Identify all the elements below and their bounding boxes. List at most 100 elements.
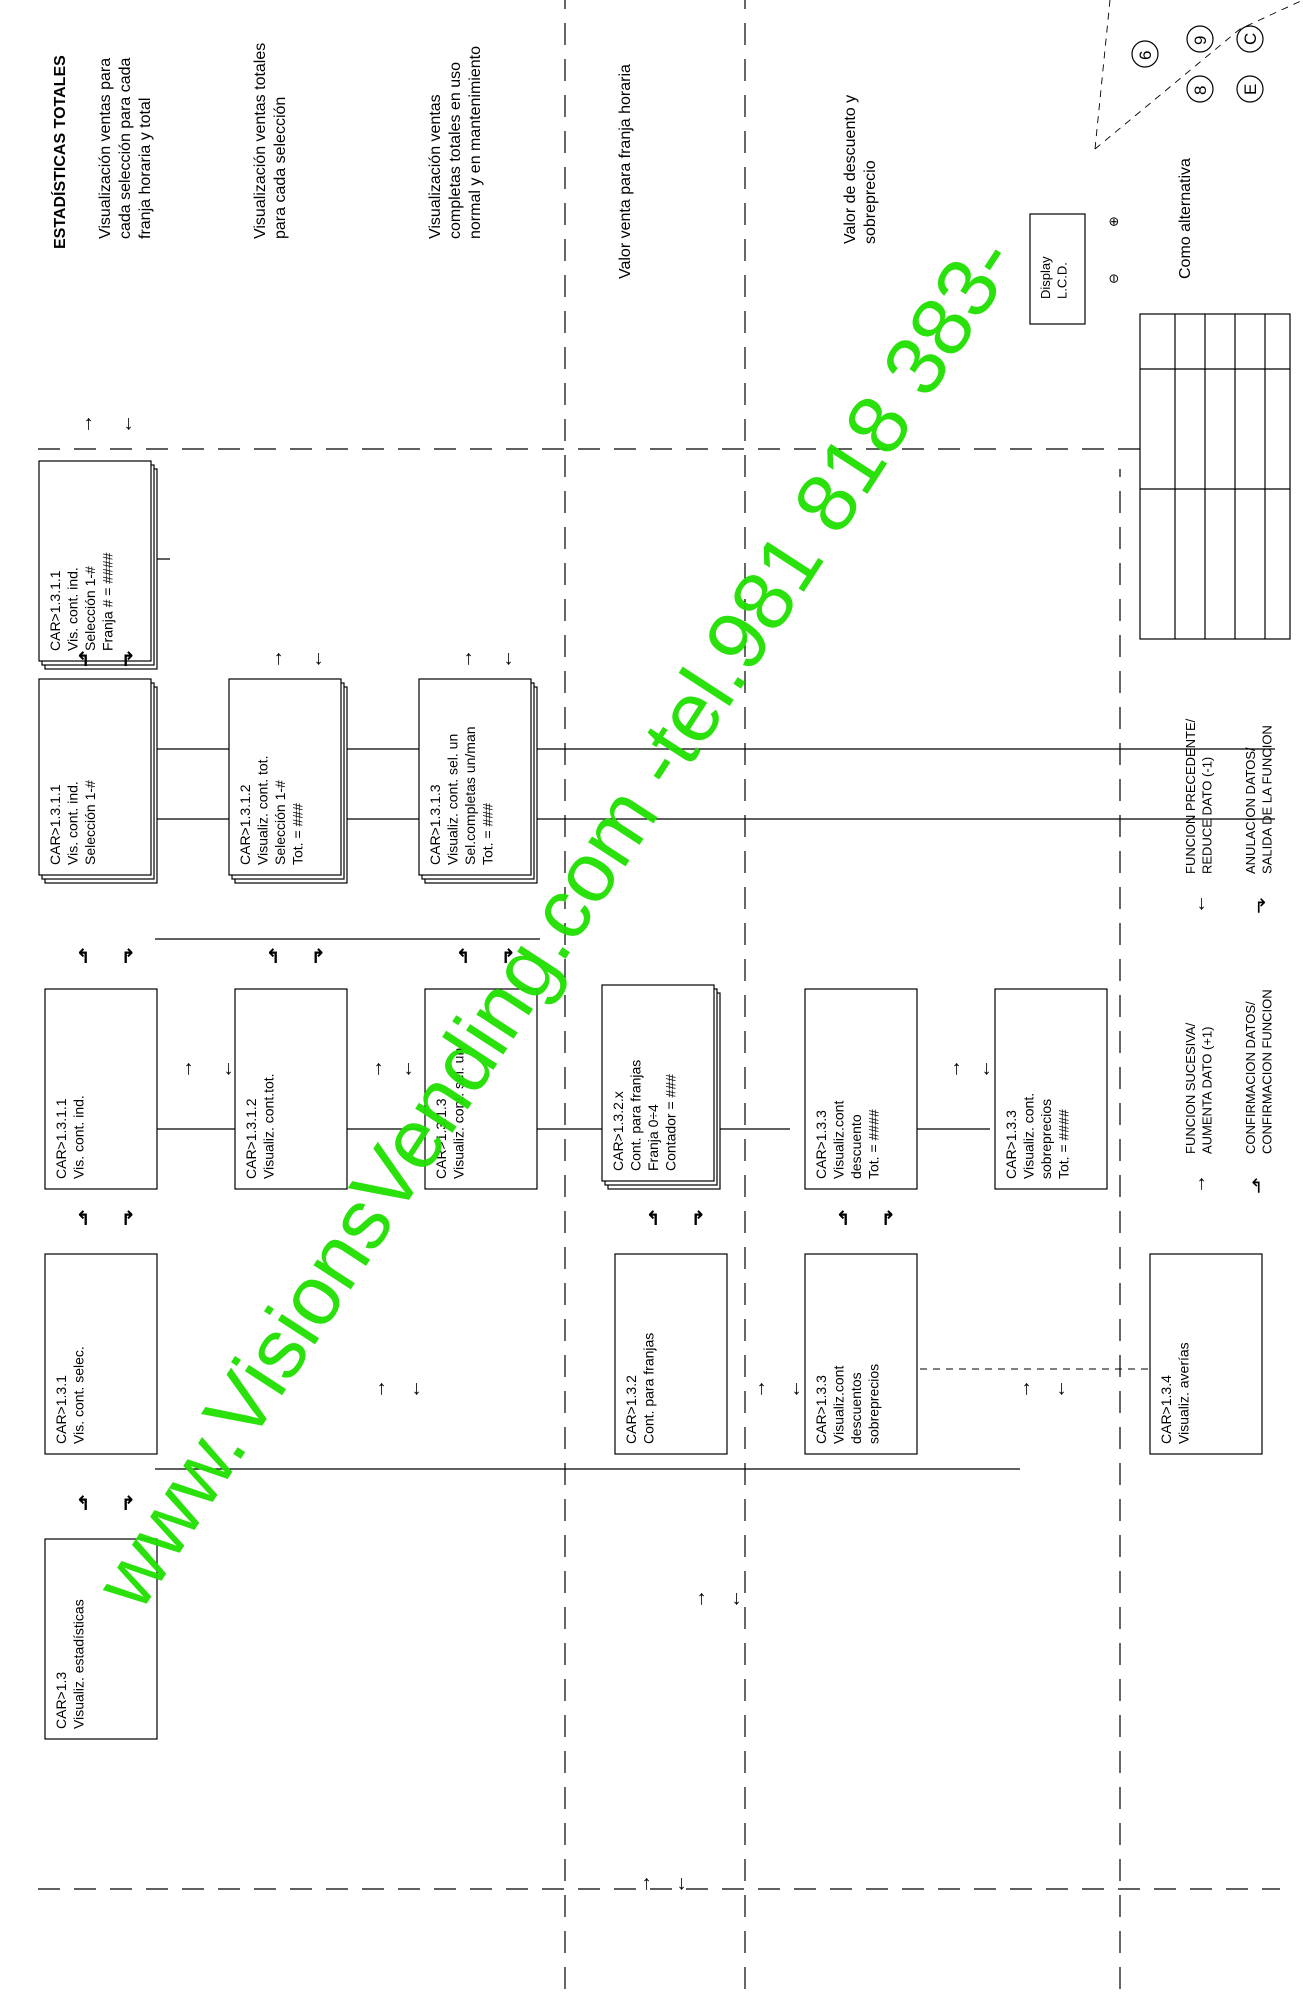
arrow-left-icon: ←	[115, 414, 137, 434]
text-line: CAR>1.3.1.1	[47, 570, 63, 651]
arrow-down-bent-icon: ⬎	[495, 947, 517, 964]
arrow-down-bent-icon: ⬎	[115, 1209, 137, 1226]
text-line: SALIDA DE LA FUNCION	[1259, 725, 1274, 874]
text-line: Franja # = ####	[100, 552, 116, 651]
text-line: Visualiz. cont. sel. un	[445, 734, 461, 865]
text-line: normal y en mantenimiento	[467, 46, 484, 239]
arrow-up-bent-icon: ⬏	[265, 947, 287, 964]
text-line: Visualiz. cont.	[1021, 1093, 1037, 1179]
text-line: CAR>1.3.1.1	[47, 784, 63, 865]
text-line: Sel.completas un/man	[462, 726, 478, 865]
text-line: Vis. cont. ind.	[71, 1095, 87, 1179]
svg-text:ANULACION DATOS/SALIDA DE LA F: ANULACION DATOS/SALIDA DE LA FUNCION	[1243, 725, 1274, 874]
text-line: sobreprecios	[1038, 1099, 1054, 1179]
svg-text:C: C	[1241, 33, 1260, 45]
alternative-label: Como alternativa	[1177, 158, 1194, 279]
arrow-right-icon: →	[1013, 1379, 1035, 1399]
text-line: para cada selección	[272, 97, 289, 239]
arrow-up-bent-icon: ⬏	[75, 947, 97, 964]
arrow-right-icon: →	[688, 1589, 710, 1609]
text-line: Visualización ventas	[427, 94, 444, 239]
svg-text:E: E	[1241, 84, 1260, 95]
arrow-down-bent-icon: ⬎	[875, 1209, 897, 1226]
text-line: CAR>1.3.3	[813, 1110, 829, 1179]
arrow-up-bent-icon: ⬏	[75, 650, 97, 667]
text-line: CAR>1.3.3	[813, 1375, 829, 1444]
svg-text:CONFIRMACION DATOS/CONFIRMACIO: CONFIRMACION DATOS/CONFIRMACION FUNCION	[1243, 989, 1274, 1154]
text-line: CAR>1.3.2	[623, 1375, 639, 1444]
svg-text:FUNCION SUCESIVA/AUMENTA DATO: FUNCION SUCESIVA/AUMENTA DATO (+1)	[1183, 1022, 1214, 1154]
text-line: Visualiz. estadísticas	[71, 1599, 87, 1729]
text-line: Visualiz. cont.tot.	[261, 1073, 277, 1179]
text-line: Tot. = ####	[1056, 1109, 1072, 1179]
text-line: Cont. para franjas	[641, 1333, 657, 1444]
text-line: ANULACION DATOS/	[1243, 747, 1258, 874]
text-line: Visualiz. averías	[1176, 1342, 1192, 1444]
text-line: Selección 1-#	[82, 566, 98, 651]
text-line: CAR>1.3.1.2	[243, 1098, 259, 1179]
text-line: descuento	[848, 1114, 864, 1179]
text-line: franja horaria y total	[137, 98, 154, 239]
text-line: Visualiz.cont	[831, 1366, 847, 1444]
svg-text:8: 8	[1191, 86, 1210, 95]
arrow-left-icon: ←	[1048, 1379, 1070, 1399]
legend: → FUNCION SUCESIVA/AUMENTA DATO (+1) ⬏ C…	[1183, 718, 1274, 1194]
arrow-left-icon: ←	[723, 1589, 745, 1609]
arrow-left-icon: ←	[1188, 894, 1210, 914]
arrow-left-icon: ←	[495, 649, 517, 669]
arrow-up-bent-icon: ⬏	[75, 1209, 97, 1226]
arrow-up-bent-icon: ⬏	[75, 1494, 97, 1511]
text-line: FUNCION SUCESIVA/	[1183, 1022, 1198, 1154]
text-line: CAR>1.3.1.1	[53, 1098, 69, 1179]
text-line: Visualiz. cont. sel. un	[451, 1048, 467, 1179]
text-line: Valor de descuento y	[842, 95, 859, 244]
arrow-right-icon: →	[365, 1059, 387, 1079]
text-line: Valor venta para franja horaria	[617, 64, 634, 279]
arrow-down-bent-icon: ⬎	[115, 650, 137, 667]
minus-icon: ⊖	[1106, 273, 1121, 284]
text-line: cada selección para cada	[117, 57, 134, 239]
text-line: Tot. = ####	[866, 1109, 882, 1179]
arrow-down-bent-icon: ⬎	[305, 947, 327, 964]
text-line: CAR>1.3	[53, 1672, 69, 1729]
key-C	[1236, 25, 1264, 53]
arrow-left-icon: ←	[215, 1059, 237, 1079]
arrow-left-icon: ←	[305, 649, 327, 669]
arrow-left-icon: ←	[668, 1874, 690, 1894]
text-line: CAR>1.3.1	[53, 1375, 69, 1444]
arrow-right-icon: →	[1188, 1174, 1210, 1194]
button-panel	[1139, 313, 1291, 640]
text-line: Contador = ###	[663, 1074, 679, 1171]
text-line: Visualización ventas totales	[252, 43, 269, 239]
arrow-left-icon: ←	[783, 1379, 805, 1399]
text-line: CAR>1.3.1.3	[433, 1098, 449, 1179]
svg-text:FUNCION PRECEDENTE/REDUCE DATO: FUNCION PRECEDENTE/REDUCE DATO (-1)	[1183, 718, 1214, 874]
text-line: Tot. = ###	[290, 803, 306, 865]
